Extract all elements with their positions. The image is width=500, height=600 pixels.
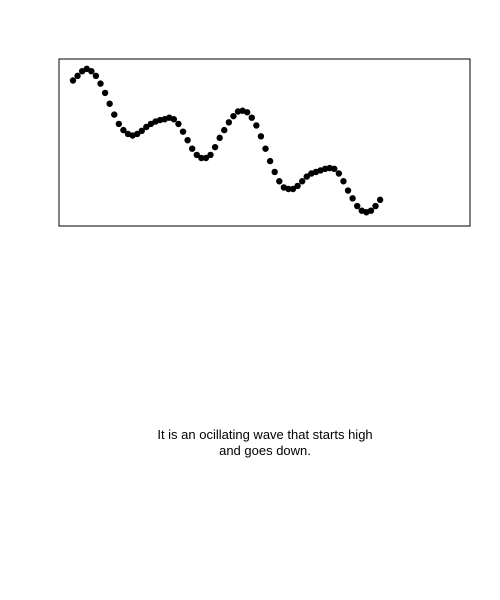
data-points	[69, 65, 384, 216]
data-point	[138, 127, 145, 135]
caption-line-1: It is an ocillating wave that starts hig…	[157, 427, 373, 442]
data-point	[179, 128, 187, 135]
data-point	[303, 173, 310, 180]
data-point	[69, 77, 77, 84]
data-point	[207, 151, 214, 159]
caption-line-2: and goes down.	[219, 443, 311, 458]
data-point	[372, 202, 379, 210]
data-point	[202, 154, 210, 162]
data-point	[88, 68, 95, 75]
data-point	[225, 119, 233, 126]
data-point	[170, 116, 178, 123]
data-point	[349, 195, 356, 202]
data-point	[92, 72, 100, 80]
data-point	[344, 187, 352, 194]
data-point	[243, 109, 251, 116]
data-point	[299, 178, 306, 185]
data-point	[175, 120, 182, 128]
data-point	[184, 136, 191, 144]
data-point	[230, 112, 237, 120]
data-point	[331, 165, 338, 173]
data-point	[211, 143, 219, 151]
data-point	[271, 168, 278, 176]
data-point	[133, 130, 141, 138]
data-point	[376, 196, 384, 204]
data-point	[335, 170, 343, 177]
data-point	[97, 80, 104, 87]
data-point	[354, 202, 361, 210]
data-point	[221, 126, 228, 134]
data-point	[198, 154, 205, 162]
data-point	[248, 114, 255, 121]
data-point	[106, 100, 113, 107]
data-point	[276, 178, 283, 185]
data-point	[262, 145, 269, 152]
data-point	[101, 89, 109, 97]
data-point	[143, 123, 150, 131]
plot-frame	[58, 58, 471, 227]
data-point	[193, 151, 200, 159]
data-point	[367, 207, 375, 214]
data-point	[120, 126, 127, 134]
data-point	[257, 133, 265, 140]
chart-caption: It is an ocillating wave that starts hig…	[140, 427, 390, 459]
data-point	[289, 185, 297, 193]
data-point	[340, 178, 347, 185]
data-point	[188, 145, 196, 152]
data-point	[253, 122, 260, 129]
data-point	[294, 182, 301, 190]
data-point	[115, 120, 123, 128]
data-point	[266, 157, 274, 165]
scatter-chart	[58, 58, 471, 227]
data-point	[285, 185, 292, 193]
data-point	[216, 134, 223, 142]
data-point	[74, 72, 81, 80]
data-point	[111, 111, 118, 118]
